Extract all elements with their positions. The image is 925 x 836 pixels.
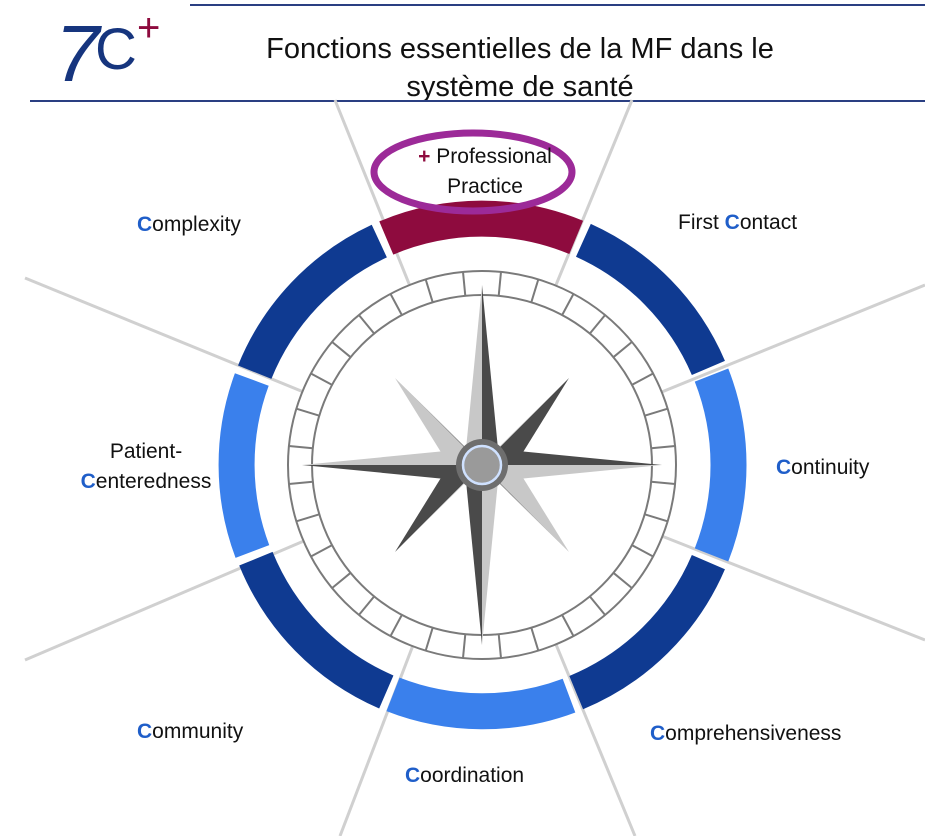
compass-tick: [561, 293, 575, 316]
compass-tick: [310, 372, 333, 386]
label-community: Community: [137, 717, 243, 747]
highlight-ellipse-icon: [370, 129, 576, 215]
page-title: Fonctions essentielles de la MF dans le …: [190, 30, 850, 106]
compass-hub-inner: [461, 444, 503, 486]
compass-tick: [288, 480, 313, 485]
title-line-2: système de santé: [406, 71, 634, 103]
ring-segment-comprehensiveness: [569, 554, 725, 710]
label-coordination-rest: oordination: [420, 764, 525, 787]
compass-tick: [331, 341, 352, 358]
compass-tick: [651, 445, 676, 450]
compass-ticks: [288, 271, 676, 659]
compass-tick: [296, 407, 320, 417]
title-underline: [30, 100, 925, 102]
label-comprehensiveness: Comprehensiveness: [650, 719, 841, 749]
title-line-1: Fonctions essentielles de la MF dans le: [266, 33, 774, 65]
label-professional-line1: Professional: [436, 145, 552, 168]
label-continuity: Continuity: [776, 453, 869, 483]
ring-segment-continuity: [694, 368, 747, 562]
top-rule: [190, 4, 925, 6]
compass-tick: [497, 271, 502, 296]
compass-tick: [296, 513, 320, 523]
label-first-contact-c: C: [724, 211, 740, 234]
compass-tick: [612, 572, 633, 589]
label-comprehensiveness-c: C: [650, 722, 666, 745]
compass-tick: [589, 314, 606, 335]
compass-tick: [462, 271, 467, 296]
logo-c: C: [95, 17, 137, 82]
label-patient-rest: enteredness: [95, 470, 212, 493]
compass-tick: [424, 627, 434, 651]
logo-seven: 7: [55, 9, 100, 98]
label-professional-line2: Practice: [447, 175, 523, 198]
compass-tick: [589, 595, 606, 616]
compass-star: [302, 285, 662, 645]
label-complexity-rest: omplexity: [152, 213, 241, 236]
plus-sign: +: [418, 145, 431, 168]
compass-tick: [644, 407, 668, 417]
label-community-c: C: [137, 720, 153, 743]
label-continuity-c: C: [776, 456, 792, 479]
logo-plus: +: [137, 6, 161, 50]
label-complexity: Complexity: [137, 210, 241, 240]
ring-segment-community: [239, 551, 394, 709]
compass-tick: [462, 634, 467, 659]
label-professional-practice: + Professional Practice: [400, 142, 570, 202]
label-community-rest: ommunity: [152, 720, 244, 743]
ring-segment-first-contact: [575, 223, 725, 376]
label-comprehensiveness-rest: omprehensiveness: [665, 722, 842, 745]
label-patient-line1: Patient-: [109, 440, 183, 463]
logo-7c-plus: 7 C +: [55, 8, 175, 98]
label-first-contact-rest: ontact: [739, 211, 798, 234]
ring-segment-coordination: [386, 677, 576, 730]
label-coordination: Coordination: [405, 761, 524, 791]
compass-tick: [389, 614, 403, 637]
compass-tick: [424, 279, 434, 303]
compass-tick: [644, 513, 668, 523]
compass-tick: [612, 341, 633, 358]
label-patient-centeredness: Patient- Centeredness: [76, 437, 216, 497]
compass-tick: [497, 634, 502, 659]
ring-segment-professional-practice: [379, 200, 584, 255]
compass-tick: [358, 314, 375, 335]
label-coordination-c: C: [405, 764, 421, 787]
label-first-contact: First Contact: [678, 208, 797, 238]
label-continuity-rest: ontinuity: [791, 456, 870, 479]
compass-tick: [651, 480, 676, 485]
compass-tick: [389, 293, 403, 316]
compass-tick: [631, 372, 654, 386]
compass-tick: [561, 614, 575, 637]
compass-tick: [310, 544, 333, 558]
compass-tick: [331, 572, 352, 589]
ring-segment-patient-centeredness: [218, 373, 270, 558]
compass-tick: [288, 445, 313, 450]
compass-tick: [358, 595, 375, 616]
label-first-contact-pre: First: [678, 211, 725, 234]
label-complexity-c: C: [137, 213, 153, 236]
compass-tick: [631, 544, 654, 558]
compass-tick: [530, 627, 540, 651]
label-patient-c: C: [80, 470, 96, 493]
ring-segment-complexity: [238, 224, 388, 380]
compass-tick: [530, 279, 540, 303]
